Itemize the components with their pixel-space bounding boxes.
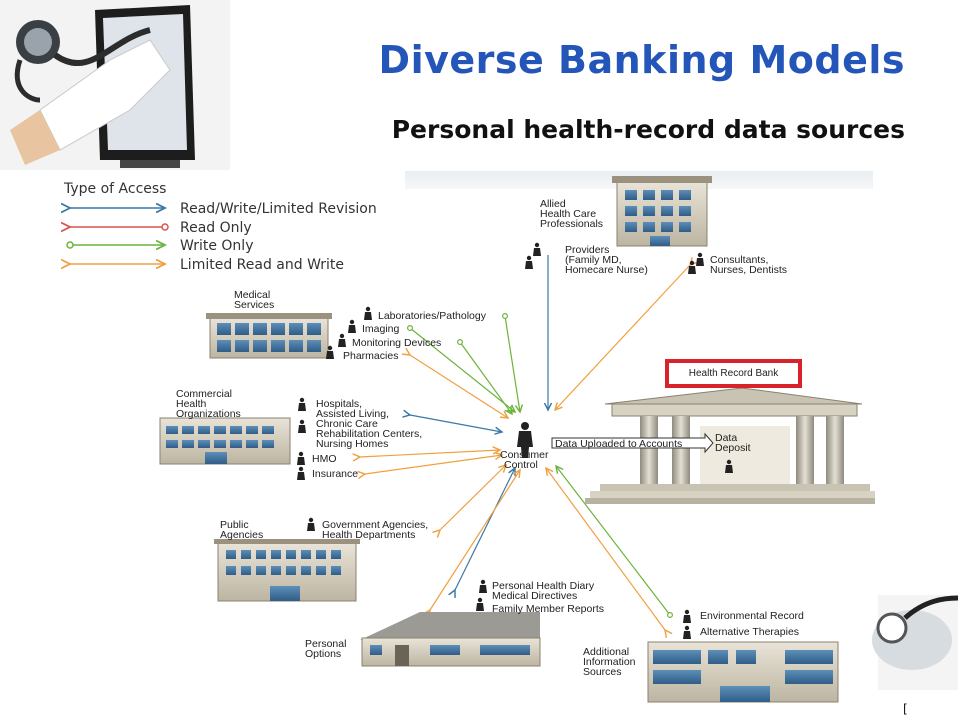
slide-subtitle: Personal health-record data sources [391,115,905,144]
legend-item-write-only: Write Only [180,238,253,254]
legend-heading: Type of Access [63,181,166,197]
additional-label-3: Sources [583,666,622,678]
upload-label: Data Uploaded to Accounts [555,438,682,450]
legend-item-limited: Limited Read and Write [180,257,344,273]
allied-building [612,176,712,247]
person-icons [297,242,733,639]
hospitals-label-2: Assisted Living, [316,408,389,420]
health-record-bank-building [585,387,875,504]
medical-building [206,313,332,359]
hospitals-label-4: Rehabilitation Centers, [316,428,422,440]
monitor-stethoscope-illustration [0,0,230,170]
commercial-label-3: Organizations [176,408,241,420]
public-label-1: Public [220,519,249,531]
legend-item-read-write: Read/Write/Limited Revision [180,201,377,217]
page-marker: [ [903,702,908,716]
hospitals-label-3: Chronic Care [316,418,378,430]
additional-label-2: Information [583,656,636,668]
health-record-bank-label: Health Record Bank [665,359,802,388]
providers-label-1: Providers [565,244,609,256]
commercial-label-2: Health [176,398,207,410]
diary-label-1: Personal Health Diary [492,580,595,592]
consultants-label-1: Consultants, [710,254,768,266]
health-record-bank-text: Health Record Bank [688,368,779,379]
gov-label-2: Health Departments [322,529,415,541]
deposit-label-2: Deposit [715,442,751,454]
medical-label-1: Medical [234,289,270,301]
insurance-label: Insurance [312,468,358,480]
commercial-label-1: Commercial [176,388,232,400]
slide-title: Diverse Banking Models [378,38,905,82]
hospitals-label-5: Nursing Homes [316,438,388,450]
public-building [214,539,360,602]
upload-arrow: Data Uploaded to Accounts [551,432,714,454]
additional-building [647,641,839,703]
consumer-label-1: Consumer [500,449,549,461]
allied-label-1: Allied [540,198,566,210]
providers-label-2: (Family MD, [565,254,622,266]
commercial-building [159,417,291,465]
hospitals-label-1: Hospitals, [316,398,362,410]
family-label: Family Member Reports [492,603,604,615]
personal-label-1: Personal [305,638,346,650]
environmental-label: Environmental Record [700,610,804,622]
personal-house [360,612,541,667]
stethoscope-corner-illustration [872,595,959,690]
allied-label-2: Health Care [540,208,596,220]
medical-item-imaging: Imaging [362,323,400,335]
hmo-label: HMO [312,453,337,465]
medical-item-monitoring: Monitoring Devices [352,337,441,349]
medical-label-2: Services [234,299,274,311]
legend: Type of Access Read/Write/Limited Revisi… [63,181,377,273]
medical-item-pharmacies: Pharmacies [343,350,398,362]
additional-label-1: Additional [583,646,629,658]
consumer-figure [517,422,533,458]
consultants-label-2: Nurses, Dentists [710,264,787,276]
deposit-label-1: Data [715,432,737,444]
personal-label-2: Options [305,648,341,660]
consumer-label-2: Control [504,459,538,471]
medical-item-labs: Laboratories/Pathology [378,310,487,322]
providers-label-3: Homecare Nurse) [565,264,648,276]
allied-label-3: Professionals [540,218,603,230]
public-label-2: Agencies [220,529,263,541]
gov-label-1: Government Agencies, [322,519,428,531]
diary-label-2: Medical Directives [492,590,577,602]
connector-lines [360,255,690,630]
legend-item-read-only: Read Only [180,220,252,236]
alt-therapies-label: Alternative Therapies [700,626,799,638]
